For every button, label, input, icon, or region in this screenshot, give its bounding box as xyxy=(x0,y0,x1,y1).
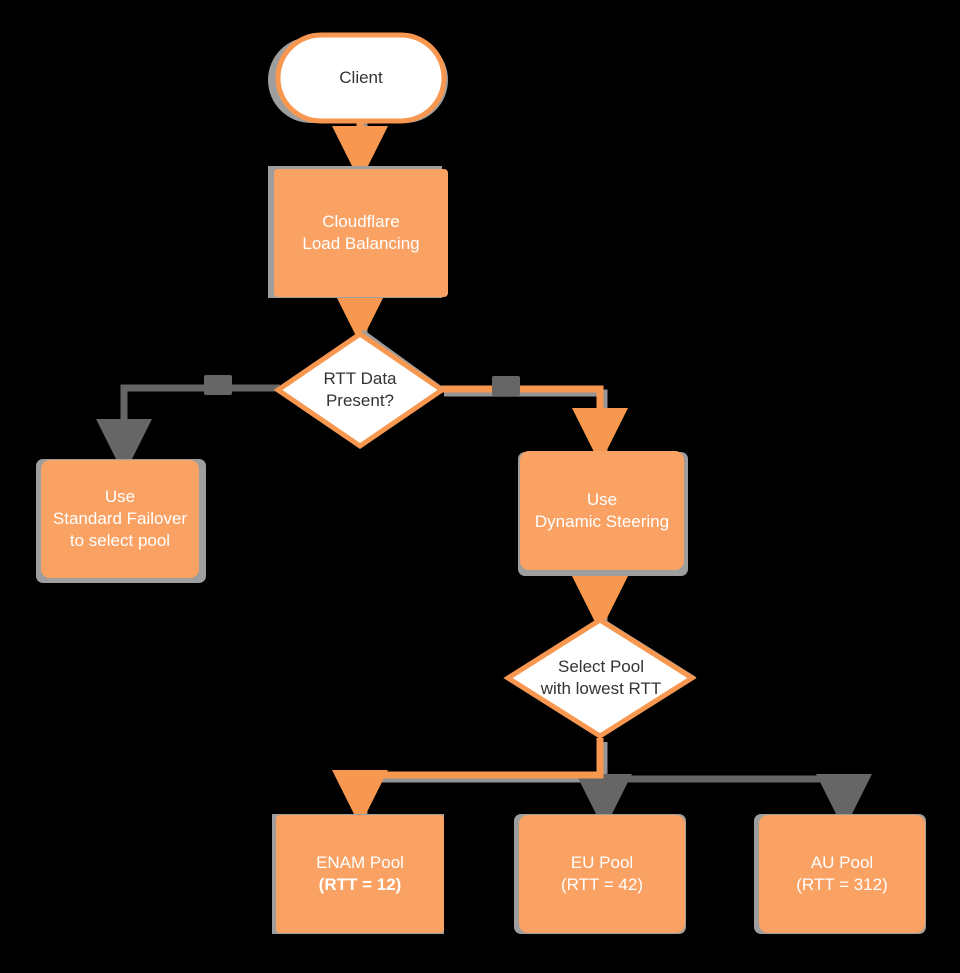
node-au-pool[interactable] xyxy=(759,815,925,933)
node-rtt-decision[interactable] xyxy=(273,330,447,450)
edge-label-chip-yes xyxy=(492,376,520,396)
node-select-pool[interactable] xyxy=(503,617,697,739)
edge-select-to-eu xyxy=(576,774,632,830)
node-client[interactable] xyxy=(275,32,447,124)
edge-rtt-to-dynamic xyxy=(440,385,628,464)
edge-group-gray xyxy=(96,384,872,830)
edge-shadow-rtt-dynamic xyxy=(444,389,608,456)
edge-shadow-select-enam xyxy=(360,742,608,816)
edge-select-to-enam xyxy=(332,738,604,826)
node-enam-pool[interactable] xyxy=(276,815,444,933)
edge-label-chips xyxy=(204,375,520,396)
edge-select-to-au xyxy=(604,774,872,830)
edge-rtt-to-failover xyxy=(96,384,280,475)
edge-label-chip-no xyxy=(204,375,232,395)
node-standard-failover[interactable] xyxy=(41,460,199,578)
edge-group-orange xyxy=(332,120,628,826)
node-load-balancing[interactable] xyxy=(274,169,448,297)
node-dynamic-steering[interactable] xyxy=(520,451,684,570)
node-shapes xyxy=(41,32,925,933)
node-eu-pool[interactable] xyxy=(519,815,685,933)
